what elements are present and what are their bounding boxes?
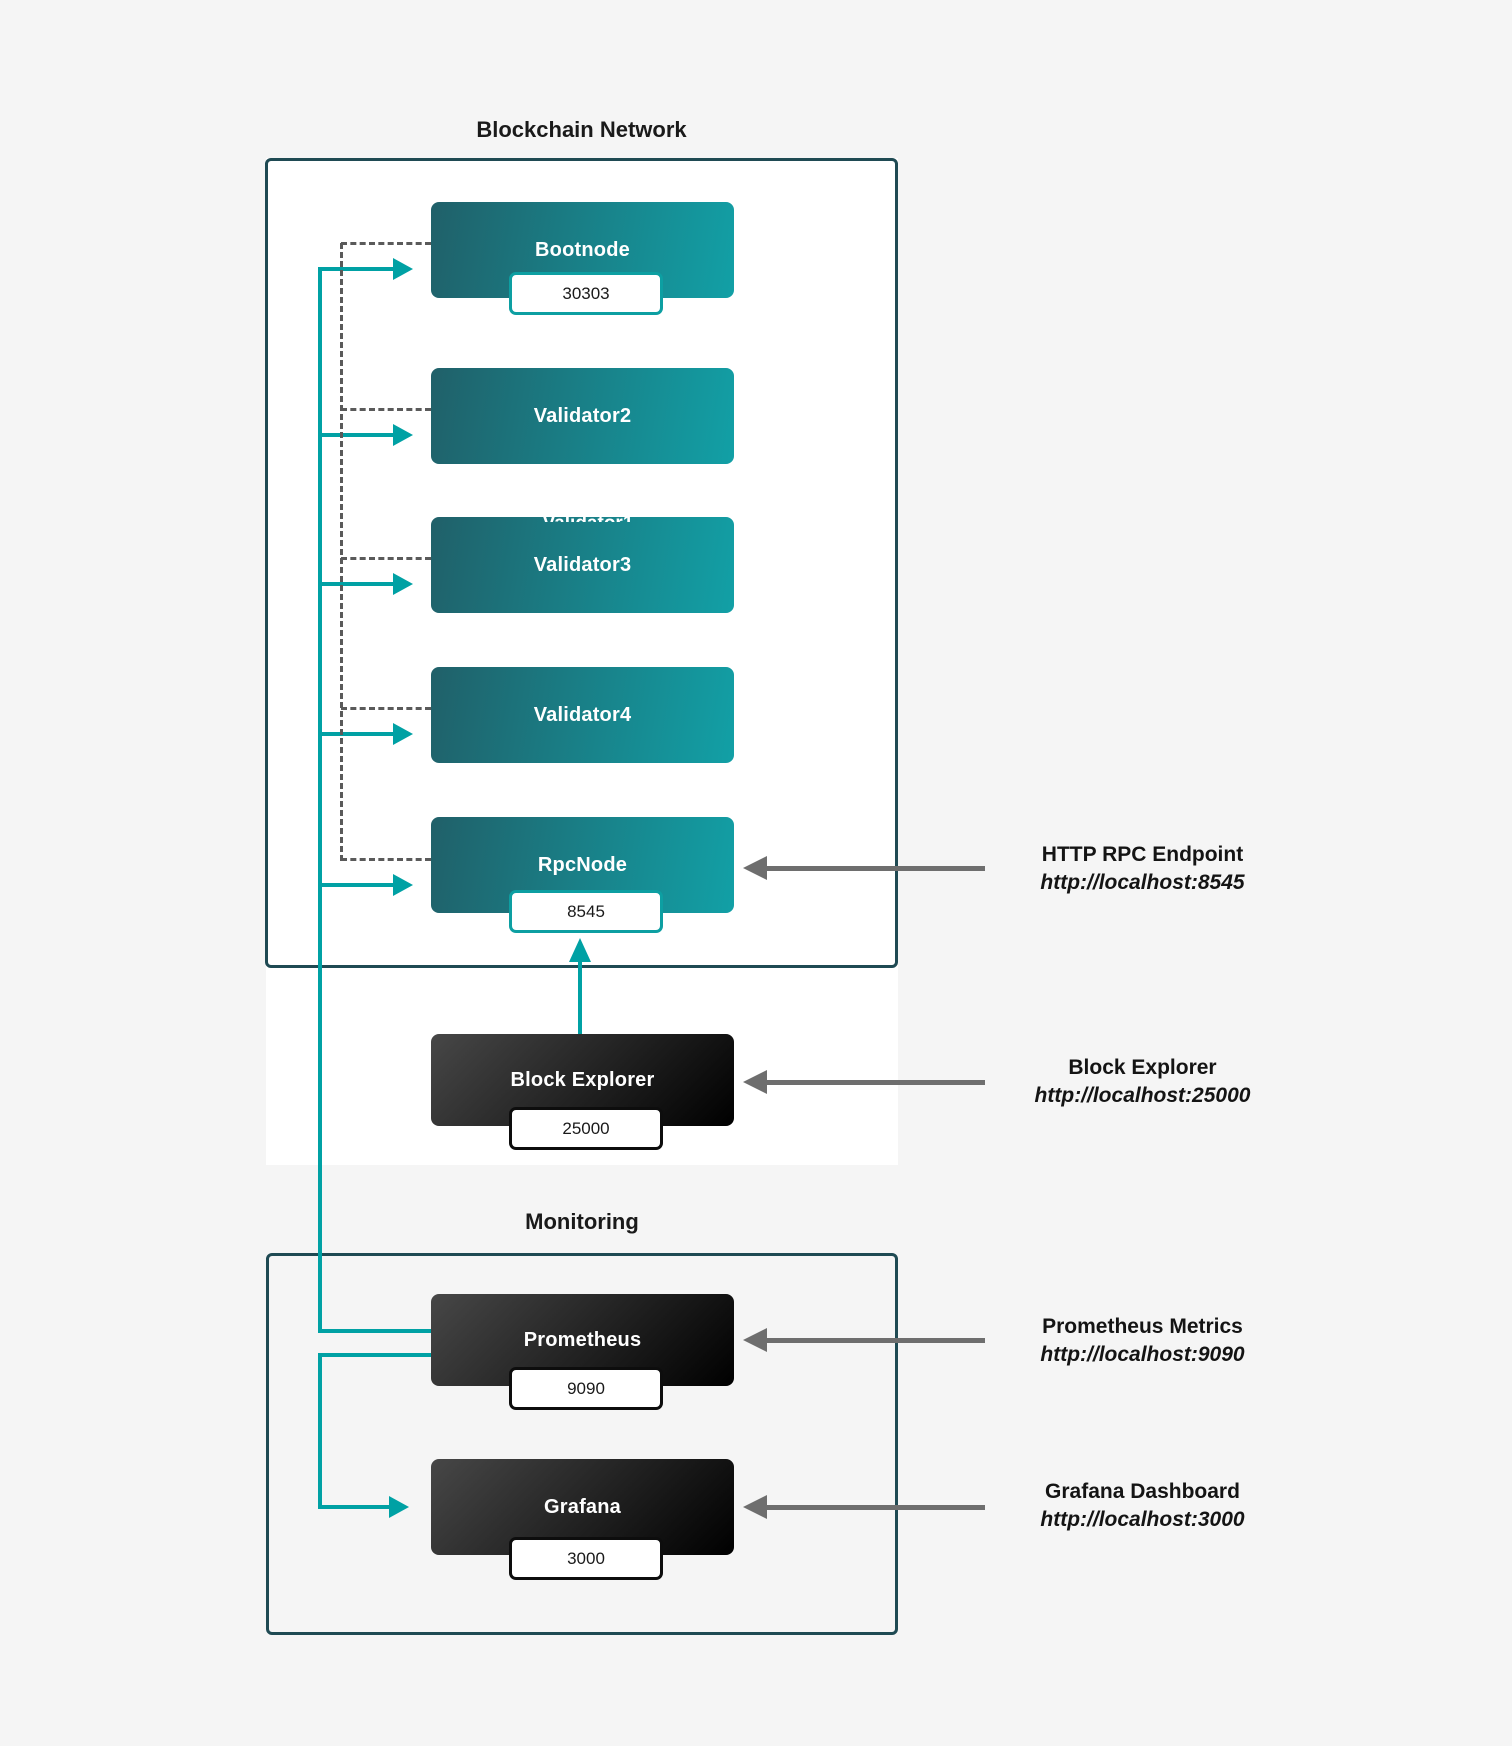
endpoint-prometheus-url: http://localhost:9090 [1040, 1343, 1245, 1366]
node-validator4: Validator4 [431, 667, 734, 763]
dashed-branch-rpcnode [341, 858, 431, 861]
teal-prom-grafana-v [318, 1353, 322, 1509]
arrowhead-validator2 [393, 424, 413, 446]
endpoint-rpc-title: HTTP RPC Endpoint [1041, 843, 1244, 866]
teal-branch-validator2 [318, 433, 394, 437]
endpoint-explorer-url: http://localhost:25000 [1034, 1084, 1251, 1107]
blockchain-network-title: Blockchain Network [476, 117, 687, 142]
validator2-label: Validator2 [533, 404, 632, 427]
dashed-branch-bootnode [341, 242, 431, 245]
prometheus-label: Prometheus [523, 1328, 642, 1351]
grafana-port-badge: 3000 [509, 1537, 663, 1580]
arrowhead-validator4 [393, 723, 413, 745]
validator3-label: Validator3 [533, 553, 632, 576]
validator4-label: Validator4 [533, 703, 632, 726]
dashed-branch-validator3 [341, 557, 431, 560]
endpoint-label-explorer: Block Explorer http://localhost:25000 [1010, 1054, 1275, 1110]
endpoint-grafana-title: Grafana Dashboard [1045, 1480, 1240, 1503]
endpoint-label-grafana: Grafana Dashboard http://localhost:3000 [1010, 1478, 1275, 1534]
hidden-validator1-label: Validator1 [488, 513, 688, 522]
block-explorer-label: Block Explorer [510, 1068, 655, 1091]
dashed-branch-validator4 [341, 707, 431, 710]
gray-arrow-prometheus-shaft [763, 1338, 985, 1343]
endpoint-prometheus-title: Prometheus Metrics [1042, 1315, 1243, 1338]
rpcnode-label: RpcNode [537, 853, 628, 876]
arrowhead-grafana [389, 1496, 409, 1518]
teal-branch-validator4 [318, 732, 394, 736]
dashed-branch-validator2 [341, 408, 431, 411]
grafana-label: Grafana [544, 1495, 621, 1518]
endpoint-explorer-title: Block Explorer [1068, 1056, 1217, 1079]
endpoint-label-prometheus: Prometheus Metrics http://localhost:9090 [1010, 1313, 1275, 1369]
gray-arrow-rpc-shaft [763, 866, 985, 871]
gray-arrowhead-prometheus [743, 1328, 767, 1352]
diagram-backdrop [266, 158, 898, 1165]
block-explorer-port-badge: 25000 [509, 1107, 663, 1150]
node-validator2: Validator2 [431, 368, 734, 464]
node-validator3: Validator3 [431, 517, 734, 613]
node-bootnode: Bootnode [431, 202, 734, 298]
rpcnode-port-badge: 8545 [509, 890, 663, 933]
teal-explorer-rpc-line [578, 960, 582, 1034]
arrowhead-up-rpcnode [569, 938, 591, 962]
arrowhead-rpcnode [393, 874, 413, 896]
prometheus-port-badge: 9090 [509, 1367, 663, 1410]
arrowhead-validator3 [393, 573, 413, 595]
teal-branch-validator3 [318, 582, 394, 586]
teal-trunk-line [318, 267, 322, 1331]
teal-prom-grafana-h1 [318, 1353, 431, 1357]
teal-prom-grafana-h2 [318, 1505, 390, 1509]
teal-branch-bootnode [318, 267, 394, 271]
gray-arrowhead-rpc [743, 856, 767, 880]
dashed-trunk-line [340, 243, 343, 861]
arrowhead-bootnode [393, 258, 413, 280]
teal-branch-rpcnode [318, 883, 394, 887]
monitoring-title: Monitoring [525, 1209, 639, 1234]
bootnode-port-badge: 30303 [509, 272, 663, 315]
endpoint-rpc-url: http://localhost:8545 [1040, 871, 1245, 894]
gray-arrowhead-explorer [743, 1070, 767, 1094]
teal-branch-prometheus [318, 1329, 431, 1333]
endpoint-grafana-url: http://localhost:3000 [1040, 1508, 1245, 1531]
bootnode-label: Bootnode [535, 238, 630, 261]
gray-arrowhead-grafana [743, 1495, 767, 1519]
gray-arrow-explorer-shaft [763, 1080, 985, 1085]
gray-arrow-grafana-shaft [763, 1505, 985, 1510]
monitoring-container [266, 1253, 898, 1635]
endpoint-label-rpc: HTTP RPC Endpoint http://localhost:8545 [1010, 841, 1275, 897]
